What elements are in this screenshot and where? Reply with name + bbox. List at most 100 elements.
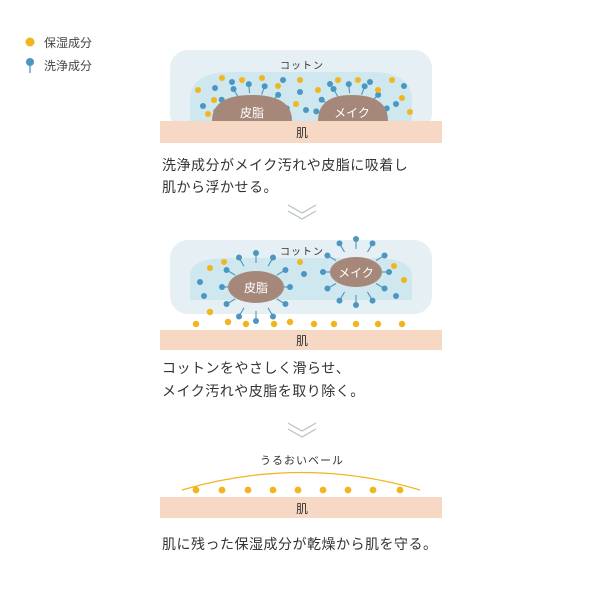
panel2-makeup-label: メイク	[338, 266, 374, 280]
cleanser-particle	[236, 313, 242, 320]
chevron-down-icon	[287, 422, 317, 438]
panel3-skin-label: 肌	[295, 502, 308, 516]
moisture-particle	[399, 95, 405, 101]
cleanser-particle	[275, 91, 282, 98]
cleanser-particle	[393, 101, 399, 107]
cleanser-particle	[327, 81, 333, 87]
cleanser-particle	[253, 250, 259, 256]
cleanser-particle	[336, 297, 343, 304]
moisture-particle	[269, 486, 277, 494]
chevron-down-icon	[287, 204, 317, 220]
panel1-skin-label: 肌	[295, 126, 308, 140]
moisture-particle	[407, 109, 413, 115]
cleanser-particle	[253, 318, 259, 324]
cleanser-particle	[270, 254, 276, 261]
cleanser-particle	[369, 240, 376, 247]
panel2-caption-line2: メイク汚れや皮脂を取り除く。	[162, 384, 365, 400]
panel1-makeup-label: メイク	[334, 106, 370, 120]
moisture-particle	[239, 77, 245, 83]
moisture-particle	[375, 87, 381, 93]
cleanser-particle	[219, 284, 225, 290]
moisture-particle	[389, 77, 395, 83]
cleanser-particle	[361, 83, 368, 90]
moisture-particle	[330, 320, 338, 328]
panel2-cotton-label: コットン	[280, 247, 324, 258]
cleanser-particle	[245, 81, 252, 88]
moisture-particle	[374, 320, 382, 328]
panel1-caption-line2: 肌から浮かせる。	[162, 180, 278, 196]
cleanser-particle	[230, 85, 237, 92]
moisture-particle	[207, 265, 213, 271]
cleanser-particle	[201, 293, 207, 299]
moisture-particle	[286, 318, 294, 326]
panel2-skin-label: 肌	[295, 334, 308, 348]
moisture-particle	[219, 75, 225, 81]
moisture-particle	[206, 308, 214, 316]
panel2-skin-moisture	[192, 308, 406, 328]
moisture-particle	[192, 486, 200, 494]
cleanser-particle	[313, 108, 320, 115]
moisture-particle	[319, 486, 327, 494]
moisture-particle	[344, 486, 352, 494]
moisture-particle	[297, 77, 303, 83]
cleanser-particle	[367, 79, 373, 85]
cleanser-particle	[282, 301, 289, 307]
cleanser-particle	[297, 89, 303, 95]
cleanser-particle	[303, 107, 309, 113]
moisture-particle	[224, 318, 232, 326]
panel2-skin	[160, 330, 442, 350]
panel2-caption-line1: コットンをやさしく滑らせ、	[162, 361, 351, 377]
cleanser-particle	[353, 302, 359, 308]
cleanser-particle	[324, 252, 331, 259]
panel1-sebum-label: 皮脂	[239, 106, 264, 120]
cleanser-particle	[197, 279, 203, 285]
moisture-particle	[355, 77, 361, 83]
cleanser-particle	[381, 252, 388, 259]
panel3-veil-label: うるおいベール	[260, 454, 344, 467]
moisture-particle	[211, 97, 217, 103]
moisture-particle	[398, 320, 406, 328]
cleanser-particle	[270, 313, 276, 320]
cleanser-particle	[320, 269, 326, 275]
legend-moisturizing: 保湿成分	[24, 33, 92, 51]
panel3-moisture-veil	[181, 471, 421, 491]
legend-cleansing-label: 洗浄成分	[44, 58, 93, 73]
cleanser-particle	[301, 271, 307, 277]
moisture-particle	[294, 486, 302, 494]
panel2-particles	[197, 236, 407, 324]
moisture-particle	[310, 320, 318, 328]
moisture-particle	[270, 320, 278, 328]
cleanser-pin-icon	[26, 58, 34, 73]
moisture-particle	[297, 259, 303, 265]
cleanser-particle	[381, 285, 388, 292]
moisture-particle	[221, 259, 227, 265]
cleanser-particle	[223, 301, 230, 307]
moisture-particle	[205, 111, 211, 117]
cleanser-particle	[282, 267, 289, 273]
cleanser-particle	[223, 267, 230, 273]
moisture-dot-icon	[25, 37, 35, 47]
panel2-sebum	[228, 271, 284, 303]
moisture-particle	[242, 320, 250, 328]
cleanser-particle	[280, 77, 286, 83]
panel1-cotton-label: コットン	[280, 61, 324, 72]
panel1-sebum	[212, 95, 292, 121]
cleanser-particle	[229, 79, 235, 85]
cleanser-particle	[287, 284, 293, 290]
moisture-particle	[218, 486, 226, 494]
panel1-skin	[160, 121, 442, 143]
cleanser-particle	[318, 96, 325, 103]
moisture-particle	[401, 277, 407, 283]
moisture-particle	[195, 87, 201, 93]
cleanser-particle	[369, 297, 376, 304]
moisture-particle	[244, 486, 252, 494]
cleanser-particle	[200, 103, 206, 109]
moisture-particle	[315, 87, 321, 93]
legend-cleansing: 洗浄成分	[24, 56, 92, 74]
moisture-particle	[335, 77, 341, 83]
cleanser-particle	[336, 240, 343, 247]
cleanser-particle	[330, 85, 337, 92]
cleanser-particle	[386, 269, 392, 275]
panel1-caption-line1: 洗浄成分がメイク汚れや皮脂に吸着し	[162, 158, 409, 174]
